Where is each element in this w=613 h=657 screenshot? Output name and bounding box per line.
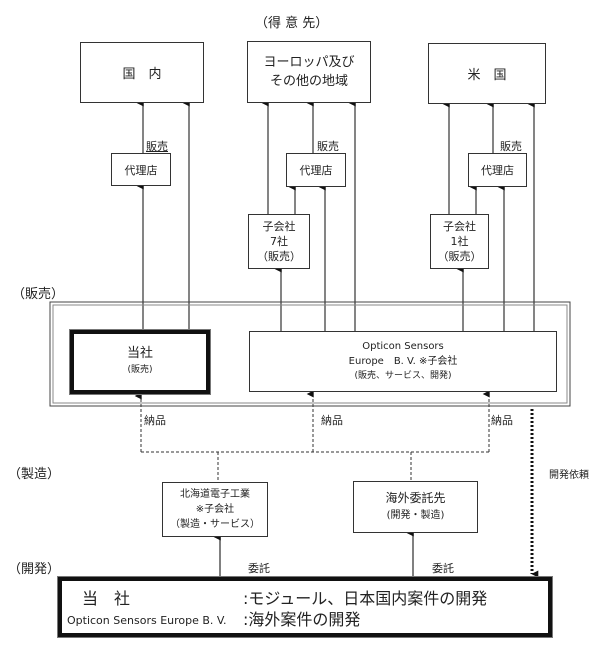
dev-row1-entity: 当 社	[82, 589, 131, 608]
agent-domestic: 代理店	[111, 153, 171, 186]
company-sales-role: (販売)	[127, 365, 153, 375]
customer-domestic-label: 国 内	[122, 67, 162, 82]
subsidiary-us-line2: 1社	[450, 235, 469, 248]
section-manufacturing: （製造）	[8, 467, 61, 482]
dev-row1-desc: :モジュール、日本国内案件の開発	[243, 589, 488, 608]
opticon-europe-box: Opticon Sensors Europe B. V. ※子会社 (販売、サー…	[249, 331, 557, 392]
agent-us: 代理店	[468, 153, 527, 187]
sales-label-domestic: 販売	[146, 140, 168, 153]
company-sales-box: 当社 (販売)	[69, 329, 211, 395]
customer-domestic: 国 内	[80, 42, 204, 103]
hokkaido-line2: ※子会社	[195, 504, 235, 515]
subsidiary-europe-line3: （販売）	[257, 250, 301, 263]
company-sales-name: 当社	[126, 346, 153, 361]
overseas-line1: 海外委託先	[385, 491, 446, 505]
customer-europe-line2: その他の地域	[269, 74, 348, 89]
opticon-line1: Opticon Sensors	[362, 341, 444, 352]
section-sales: （販売）	[12, 287, 65, 302]
agent-us-label: 代理店	[481, 164, 514, 177]
agent-europe-label: 代理店	[299, 164, 333, 177]
dev-request-label: 開発依頼	[549, 470, 589, 481]
delivery-label-2: 納品	[321, 414, 343, 427]
hokkaido-denshi-box: 北海道電子工業 ※子会社 （製造・サービス）	[162, 482, 268, 537]
agent-europe: 代理店	[286, 153, 346, 187]
customers-title: （得 意 先）	[255, 16, 329, 31]
development-box: 当 社 :モジュール、日本国内案件の開発 Opticon Sensors Eur…	[57, 576, 553, 638]
customer-us: 米 国	[428, 43, 546, 104]
sales-group-border-inner	[52, 304, 568, 404]
agent-domestic-label: 代理店	[124, 163, 158, 177]
opticon-line2: Europe B. V. ※子会社	[348, 356, 458, 367]
hokkaido-line3: （製造・サービス）	[170, 519, 260, 530]
dev-row2-desc: :海外案件の開発	[243, 610, 361, 629]
subsidiary-us-line3: （販売）	[437, 250, 482, 263]
section-development: （開発）	[8, 562, 61, 577]
overseas-line2: (開発・製造)	[386, 510, 445, 521]
overseas-contractor-box: 海外委託先 (開発・製造)	[353, 481, 478, 533]
subsidiary-us-line1: 子会社	[443, 220, 476, 233]
delivery-label-3: 納品	[491, 414, 513, 427]
opticon-line3: (販売、サービス、開発)	[354, 371, 452, 381]
customer-europe-line1: ヨーロッパ及び	[263, 55, 355, 70]
subsidiary-europe: 子会社 7社 （販売）	[248, 214, 310, 269]
customer-europe: ヨーロッパ及び その他の地域	[247, 41, 371, 103]
customer-us-label: 米 国	[467, 68, 507, 83]
hokkaido-line1: 北海道電子工業	[180, 489, 250, 500]
outsourcing-label-2: 委託	[432, 562, 454, 575]
dev-row2-entity: Opticon Sensors Europe B. V.	[67, 614, 227, 627]
subsidiary-europe-line1: 子会社	[262, 220, 296, 233]
delivery-label-1: 納品	[144, 414, 166, 427]
outsourcing-label-1: 委託	[248, 562, 270, 575]
sales-group-border-outer	[49, 301, 571, 407]
sales-label-us: 販売	[500, 140, 522, 153]
subsidiary-europe-line2: 7社	[270, 235, 288, 248]
subsidiary-us: 子会社 1社 （販売）	[430, 214, 489, 269]
sales-label-europe: 販売	[317, 140, 339, 153]
